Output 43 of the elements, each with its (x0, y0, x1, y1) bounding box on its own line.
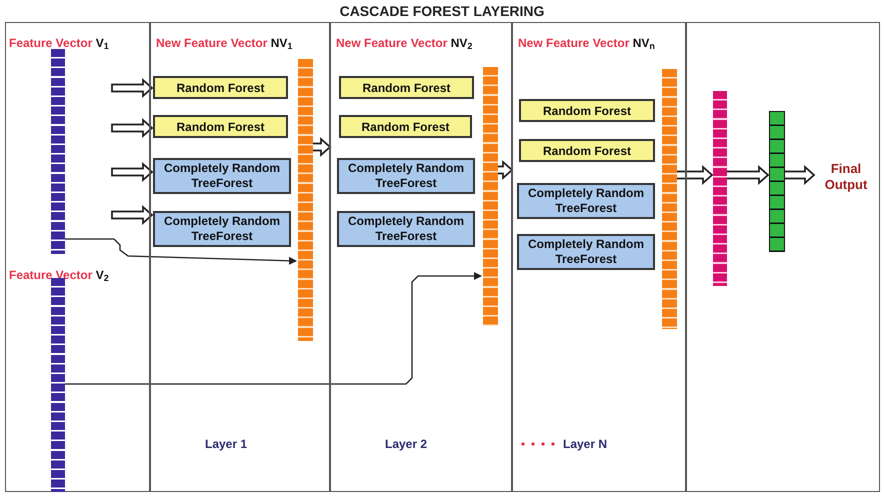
forest-box: Completely Random TreeForest (153, 211, 291, 247)
arrow (783, 165, 816, 185)
vector-bar (662, 69, 677, 329)
vector-heading: New Feature Vector NV$_{1}$ (156, 36, 292, 50)
arrow (64, 272, 482, 385)
forest-box: Random Forest (153, 115, 288, 138)
forest-box: Completely Random TreeForest (517, 234, 655, 270)
vector-bar (298, 59, 313, 341)
layer-label: Layer 2 (385, 436, 428, 453)
vector-heading: Feature Vector V$_{2}$ (9, 268, 109, 282)
vector-bar (769, 111, 785, 252)
forest-box: Completely Random TreeForest (337, 158, 475, 194)
forest-box: Random Forest (519, 99, 655, 122)
vector-bar (483, 67, 498, 326)
layer-label: Layer 1 (205, 436, 248, 453)
layer-panel (330, 22, 512, 492)
arrow (111, 118, 154, 138)
forest-box: Completely Random TreeForest (153, 158, 291, 194)
diagram-title: CASCADE FOREST LAYERING (338, 2, 546, 21)
layer-label: Layer N (563, 436, 608, 453)
arrow (64, 238, 297, 265)
vector-bar (713, 91, 727, 286)
arrow (725, 165, 770, 185)
forest-box: Random Forest (519, 139, 655, 162)
arrow (111, 205, 154, 225)
forest-box: Random Forest (339, 76, 474, 99)
arrow (311, 137, 332, 157)
layer-panel (686, 22, 880, 492)
arrow (111, 78, 154, 98)
vector-heading: New Feature Vector NV$_{n}$ (518, 36, 655, 50)
forest-box: Completely Random TreeForest (517, 183, 655, 219)
vector-heading: Feature Vector V$_{1}$ (9, 36, 109, 50)
arrow (111, 162, 154, 182)
forest-box: Completely Random TreeForest (337, 211, 475, 247)
arrow (496, 160, 514, 180)
forest-box: Random Forest (339, 115, 472, 138)
arrow (675, 165, 714, 185)
vector-heading: New Feature Vector NV$_{2}$ (336, 36, 472, 50)
forest-box: Random Forest (153, 76, 288, 99)
layer-panel (5, 22, 150, 492)
layer-panel (150, 22, 330, 492)
output-label: Final Output (815, 159, 877, 195)
layer-panel (512, 22, 686, 492)
